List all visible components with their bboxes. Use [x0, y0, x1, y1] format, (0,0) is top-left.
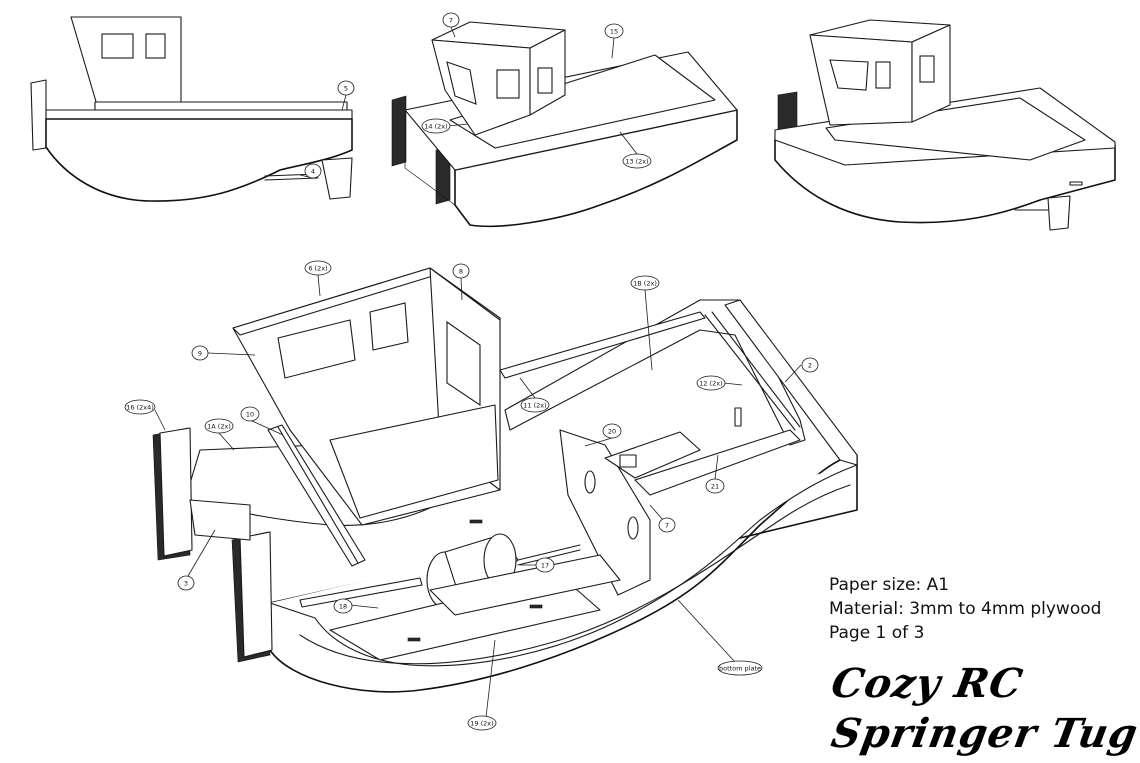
svg-text:4: 4 [311, 168, 315, 176]
side-hull [45, 118, 353, 202]
side-skeg-rudder [321, 157, 353, 200]
part-21 [634, 429, 801, 496]
part-3 [189, 499, 251, 541]
svg-text:17: 17 [541, 562, 549, 570]
svg-text:20: 20 [608, 428, 616, 436]
callout-4: 4 [304, 163, 322, 179]
iso2-window-2 [875, 61, 891, 89]
svg-text:2: 2 [808, 362, 812, 370]
callout-6: 6 (2x) [304, 260, 332, 276]
svg-text:9: 9 [198, 350, 202, 358]
side-view [30, 16, 353, 202]
callout-bottom-plate: bottom plate [717, 660, 763, 676]
part-1B [504, 299, 806, 446]
callout-12: 12 (2x) [696, 375, 726, 391]
exploded-assembly [152, 267, 858, 693]
side-cabin-window-1 [101, 33, 134, 59]
callout-7-top: 7 [442, 12, 460, 28]
iso2-rudder [1047, 195, 1071, 231]
side-deck [94, 101, 348, 111]
callout-19: 19 (2x) [467, 715, 497, 731]
part-18 [299, 577, 423, 608]
callout-14: 14 (2x) [421, 118, 451, 134]
svg-text:15: 15 [610, 28, 618, 36]
cabin-side-window [446, 320, 481, 407]
svg-text:8: 8 [459, 268, 463, 276]
side-cabin-window-2 [145, 33, 166, 59]
iso1-window-1 [496, 69, 520, 99]
info-material: Material: 3mm to 4mm plywood [829, 599, 1102, 619]
callout-3: 3 [177, 575, 195, 591]
callout-21: 21 [705, 478, 725, 494]
callout-20: 20 [602, 423, 622, 439]
part-10 [267, 424, 366, 567]
info-paper-size: Paper size: A1 [829, 575, 950, 595]
side-gunwale [45, 109, 353, 120]
part-20-bulkhead [559, 429, 651, 596]
part-2 [724, 299, 858, 466]
svg-text:7: 7 [665, 522, 669, 530]
callout-17: 17 [535, 557, 555, 573]
iso2-deck [825, 97, 1086, 161]
iso-view-1 [391, 21, 738, 228]
iso2-window-3 [919, 55, 935, 83]
svg-text:16 (2x4): 16 (2x4) [126, 404, 154, 412]
cabin-window-1 [277, 319, 356, 379]
svg-text:11 (2x): 11 (2x) [523, 402, 546, 410]
callout-2: 2 [801, 357, 819, 373]
callout-1A: 1A (2x) [204, 418, 234, 434]
iso1-cabin-front [431, 39, 531, 136]
title-line-1: Cozy RC [827, 660, 1027, 707]
callout-13: 13 (2x) [622, 153, 652, 169]
svg-text:12 (2x): 12 (2x) [699, 380, 722, 388]
svg-text:3: 3 [184, 580, 188, 588]
part-11 [499, 311, 706, 379]
svg-text:5: 5 [344, 85, 348, 93]
svg-text:13 (2x): 13 (2x) [625, 158, 648, 166]
iso-view-2 [774, 19, 1116, 231]
callout-10: 10 [240, 406, 260, 422]
callout-16: 16 (2x4) [124, 399, 156, 415]
callout-1B: 1B (2x) [630, 275, 660, 291]
callout-18: 18 [333, 598, 353, 614]
leader-lines [154, 26, 802, 718]
svg-text:7: 7 [449, 17, 453, 25]
svg-text:19 (2x): 19 (2x) [470, 720, 493, 728]
iso1-window-3 [446, 61, 477, 105]
cabin-floor [329, 404, 499, 519]
callout-5: 5 [337, 80, 355, 96]
iso1-bumper-stack [391, 95, 407, 167]
svg-text:bottom plate: bottom plate [719, 665, 761, 673]
callout-11: 11 (2x) [520, 397, 550, 413]
iso1-hull [454, 109, 738, 228]
iso1-deck [449, 54, 716, 149]
title-line-2: Springer Tug [827, 710, 1140, 757]
callout-8: 8 [452, 263, 470, 279]
svg-text:21: 21 [711, 483, 719, 491]
side-cabin [70, 16, 182, 106]
info-page: Page 1 of 3 [829, 623, 925, 643]
svg-text:1A (2x): 1A (2x) [207, 423, 231, 431]
svg-text:6 (2x): 6 (2x) [308, 265, 327, 273]
svg-text:18: 18 [339, 603, 347, 611]
svg-text:14 (2x): 14 (2x) [424, 123, 447, 131]
svg-text:1B (2x): 1B (2x) [633, 280, 657, 288]
callout-9: 9 [191, 345, 209, 361]
callout-7-main: 7 [658, 517, 676, 533]
svg-text:10: 10 [246, 411, 254, 419]
iso1-window-2 [537, 67, 553, 94]
cabin-window-2 [369, 302, 409, 351]
side-rudder-left [30, 79, 47, 151]
callout-15: 15 [604, 23, 624, 39]
iso2-window-1 [829, 59, 869, 91]
